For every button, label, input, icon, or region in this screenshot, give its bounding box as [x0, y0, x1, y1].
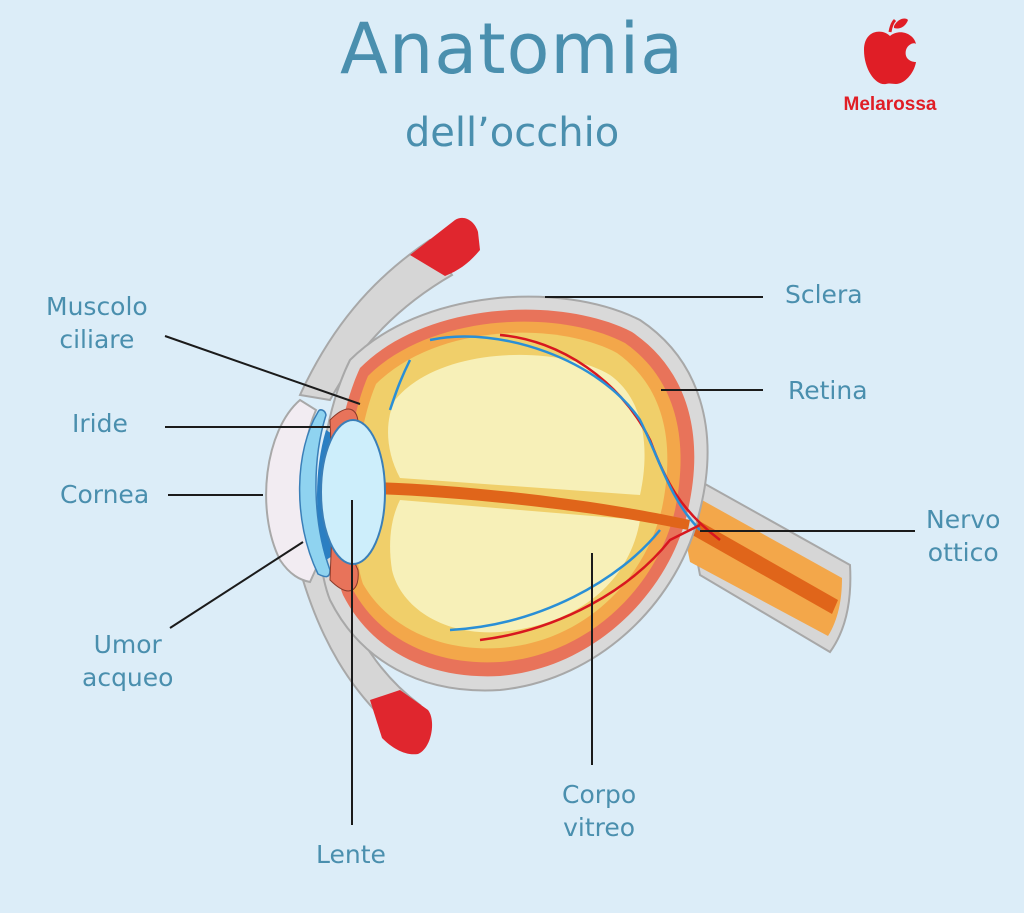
blood-vessels: [388, 333, 721, 642]
brand-logo: Melarossa: [836, 18, 944, 116]
leader-line-muscolo-ciliare: [164, 335, 361, 405]
label-muscolo-ciliare: Muscolo ciliare: [46, 292, 148, 354]
label-cornea: Cornea: [60, 480, 150, 509]
label-nervo-ottico: Nervo ottico: [926, 505, 1001, 567]
label-lente: Lente: [316, 840, 386, 869]
label-sclera: Sclera: [785, 280, 863, 309]
brand-name: Melarossa: [843, 94, 937, 115]
label-retina: Retina: [788, 376, 868, 405]
vitreous-body-lower: [390, 500, 640, 633]
label-corpo-vitreo: Corpo vitreo: [562, 780, 637, 842]
page-title: Anatomia: [340, 8, 684, 90]
optic-nerve: [675, 468, 852, 654]
leader-line-umor-acqueo: [169, 541, 304, 629]
label-umor-acqueo: Umor acqueo: [82, 630, 174, 692]
leader-lines: [164, 296, 915, 825]
upper-eye-muscle: [298, 217, 480, 402]
label-iride: Iride: [72, 409, 128, 438]
hyaloid-canal: [375, 482, 690, 530]
page-subtitle: dell’occhio: [404, 110, 620, 156]
vitreous-body-upper: [388, 354, 645, 495]
apple-icon: [864, 18, 916, 85]
